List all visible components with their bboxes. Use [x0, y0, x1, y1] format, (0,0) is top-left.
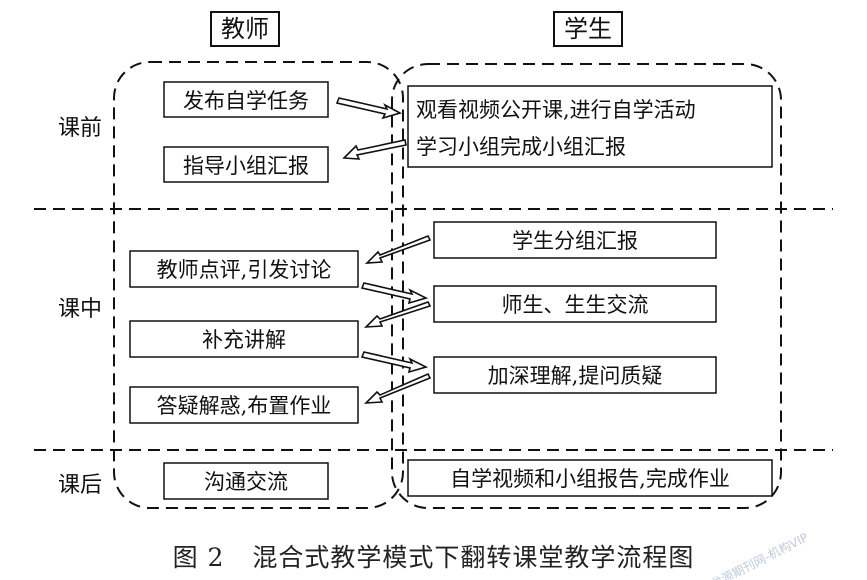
figure-number: 图 2 — [172, 543, 225, 572]
student-box-exchange: 师生、生生交流 — [433, 285, 717, 323]
teacher-box-publish: 发布自学任务 — [163, 81, 329, 118]
phase-label-before: 课前 — [58, 116, 102, 141]
student-header: 学生 — [553, 11, 623, 47]
arrow-explain-to-deepen — [360, 351, 429, 374]
teacher-lane — [113, 61, 404, 509]
teacher-box-guide: 指导小组汇报 — [163, 146, 329, 183]
teacher-header: 教师 — [210, 11, 280, 47]
student-box-group-report: 学生分组汇报 — [433, 221, 717, 259]
student-box-group-report-label: 学生分组汇报 — [512, 229, 638, 253]
student-box-homework-label: 自学视频和小组报告,完成作业 — [450, 467, 730, 491]
student-box-exchange-label: 师生、生生交流 — [502, 293, 649, 317]
student-box-deepen: 加深理解,提问质疑 — [433, 356, 717, 394]
student-box-watch-line1: 观看视频公开课,进行自学活动 — [416, 98, 696, 122]
student-box-watch: 观看视频公开课,进行自学活动 学习小组完成小组汇报 — [407, 85, 773, 168]
phase-label-during: 课中 — [58, 297, 102, 322]
teacher-box-comment-label: 教师点评,引发讨论 — [157, 258, 332, 282]
arrow-comment-to-exchange — [360, 282, 429, 305]
arrow-watch-to-guide — [342, 139, 407, 160]
arrow-deepen-to-answer — [363, 372, 432, 404]
teacher-box-publish-label: 发布自学任务 — [183, 89, 309, 113]
figure-caption: 图 2 混合式教学模式下翻转课堂教学流程图 — [0, 536, 867, 576]
teacher-box-communicate-label: 沟通交流 — [204, 470, 288, 494]
teacher-box-comment: 教师点评,引发讨论 — [129, 250, 359, 288]
student-lane — [391, 63, 782, 509]
student-header-label: 学生 — [564, 15, 612, 43]
teacher-box-answer-label: 答疑解惑,布置作业 — [157, 394, 332, 418]
teacher-box-communicate: 沟通交流 — [163, 462, 329, 500]
teacher-box-explain-label: 补充讲解 — [202, 328, 286, 352]
arrow-exchange-to-explain — [363, 301, 432, 328]
student-box-deepen-label: 加深理解,提问质疑 — [488, 364, 663, 388]
student-box-watch-line2: 学习小组完成小组汇报 — [416, 135, 626, 159]
phase-label-after: 课后 — [58, 473, 102, 498]
teacher-box-answer: 答疑解惑,布置作业 — [129, 386, 359, 424]
arrow-publish-to-watch — [335, 97, 403, 120]
teacher-box-explain: 补充讲解 — [129, 320, 359, 358]
teacher-box-guide-label: 指导小组汇报 — [183, 154, 309, 178]
student-box-homework: 自学视频和小组报告,完成作业 — [407, 459, 773, 497]
teacher-header-label: 教师 — [221, 15, 269, 43]
figure-title: 混合式教学模式下翻转课堂教学流程图 — [252, 543, 695, 572]
arrow-report-to-comment — [364, 234, 432, 264]
